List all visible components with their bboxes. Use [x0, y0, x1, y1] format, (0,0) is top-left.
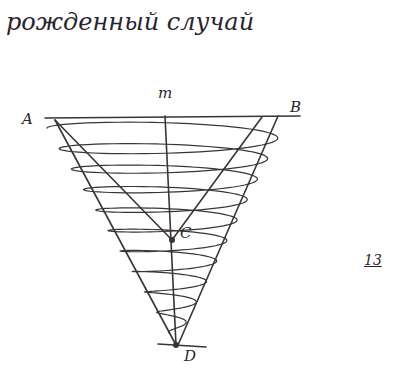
segment-line [172, 117, 262, 240]
helix-curve [47, 122, 278, 333]
point-label: C [180, 226, 191, 241]
point-label: D [184, 349, 196, 364]
base-line [158, 344, 206, 347]
heading-text: рожденный случай [6, 10, 254, 34]
segment-line [55, 120, 172, 240]
point-dot [170, 238, 174, 242]
point-label: m [158, 86, 172, 101]
callout-number: 13 [364, 253, 382, 267]
cone-edge [178, 116, 278, 345]
point-label: B [290, 100, 301, 115]
point-dot [174, 343, 178, 347]
point-label: A [22, 112, 33, 127]
